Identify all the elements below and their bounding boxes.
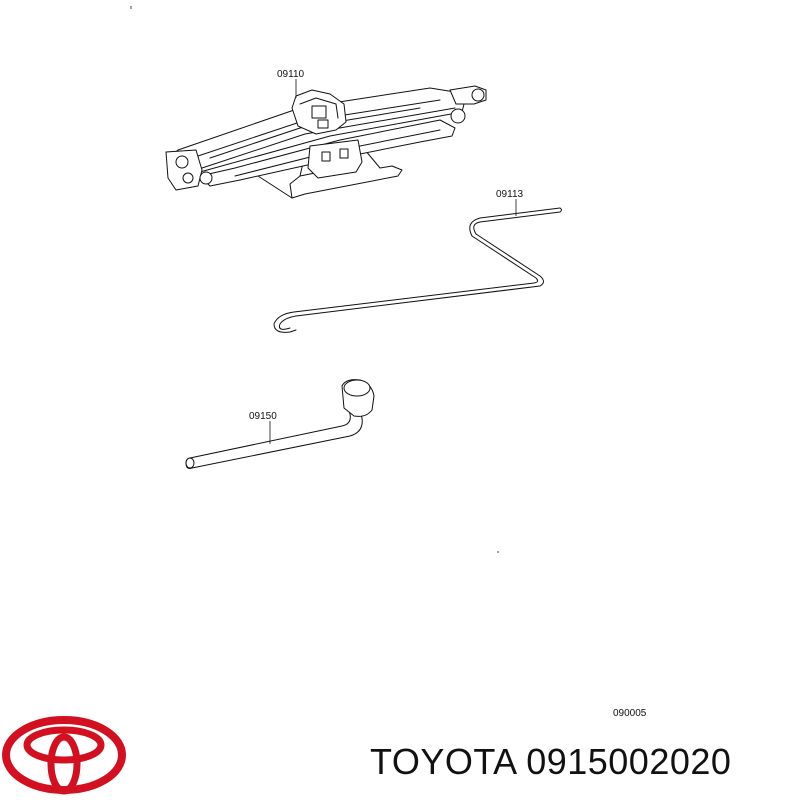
lug-wrench-illustration [185, 379, 375, 469]
part-label-09113: 09113 [496, 189, 524, 200]
scissor-jack-illustration [165, 85, 487, 199]
illustration-code: 090005 [613, 708, 647, 719]
part-label-09110: 09110 [277, 69, 305, 80]
toyota-logo-icon [2, 716, 126, 795]
jack-handle-illustration [273, 207, 562, 333]
part-number-title: TOYOTA 0915002020 [370, 741, 732, 782]
part-label-09150: 09150 [249, 411, 277, 422]
